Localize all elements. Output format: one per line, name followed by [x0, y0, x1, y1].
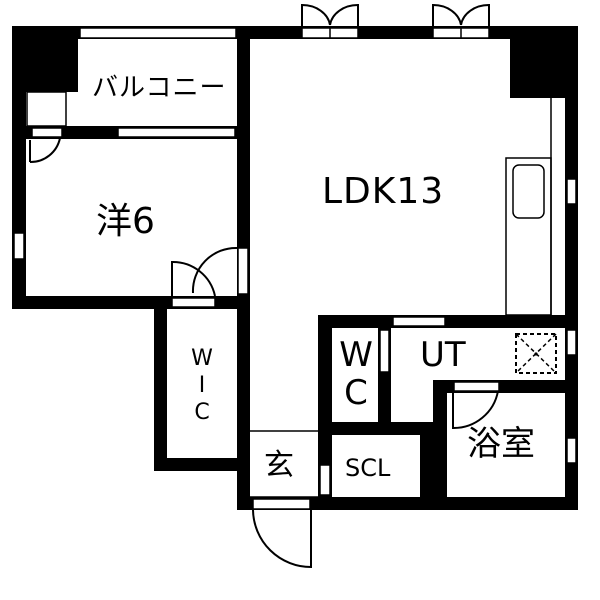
washing-machine-icon [515, 333, 557, 374]
wc-line-2: C [344, 373, 368, 413]
wc-line-1: W [339, 335, 373, 375]
fixtures [250, 98, 552, 498]
room-label-toilet: W C [337, 336, 375, 412]
room-label-western-room: 洋6 [96, 201, 155, 242]
room-label-walk-in-closet: W I C [190, 345, 214, 426]
small-closet [26, 91, 67, 127]
windows [13, 27, 577, 510]
room-label-shoe-closet: SCL [345, 454, 391, 482]
room-label-ldk: LDK13 [322, 171, 445, 212]
door-swings [29, 3, 499, 569]
wic-line-2: I [198, 373, 206, 398]
wic-line-3: C [194, 400, 210, 425]
room-label-utility: UT [420, 335, 466, 375]
room-label-entrance: 玄 [264, 448, 294, 483]
room-label-balcony: バルコニー [92, 73, 227, 103]
room-label-bathroom: 浴室 [467, 424, 535, 464]
wic-line-1: W [191, 346, 213, 371]
